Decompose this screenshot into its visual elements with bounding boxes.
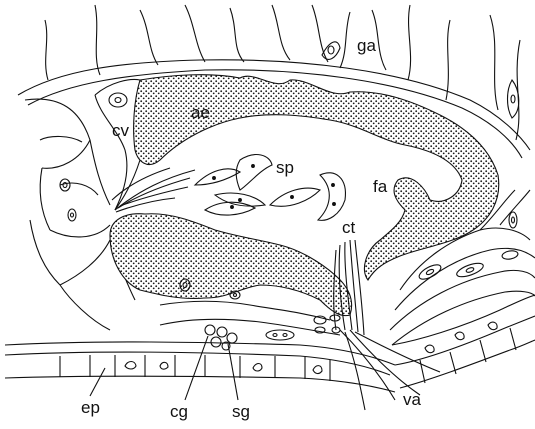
epithelium (5, 295, 535, 392)
leader-lines (90, 336, 238, 400)
ganglion-cell-cluster (205, 325, 237, 350)
label-va: va (403, 391, 421, 408)
lower-stippled-body (110, 214, 352, 316)
label-ct: ct (342, 219, 355, 236)
left-cell-cluster (25, 80, 148, 330)
label-sg: sg (232, 403, 250, 420)
label-fa: fa (373, 178, 387, 195)
label-ga: ga (357, 37, 376, 54)
va-fibres (340, 330, 440, 410)
label-cg: cg (170, 403, 188, 420)
ga-cell (322, 42, 340, 60)
label-cv: cv (112, 122, 129, 139)
label-sp: sp (276, 159, 294, 176)
cv-fibres (112, 168, 195, 212)
spermatids (195, 155, 345, 221)
label-ep: ep (81, 399, 100, 416)
label-ae: ae (191, 104, 210, 121)
